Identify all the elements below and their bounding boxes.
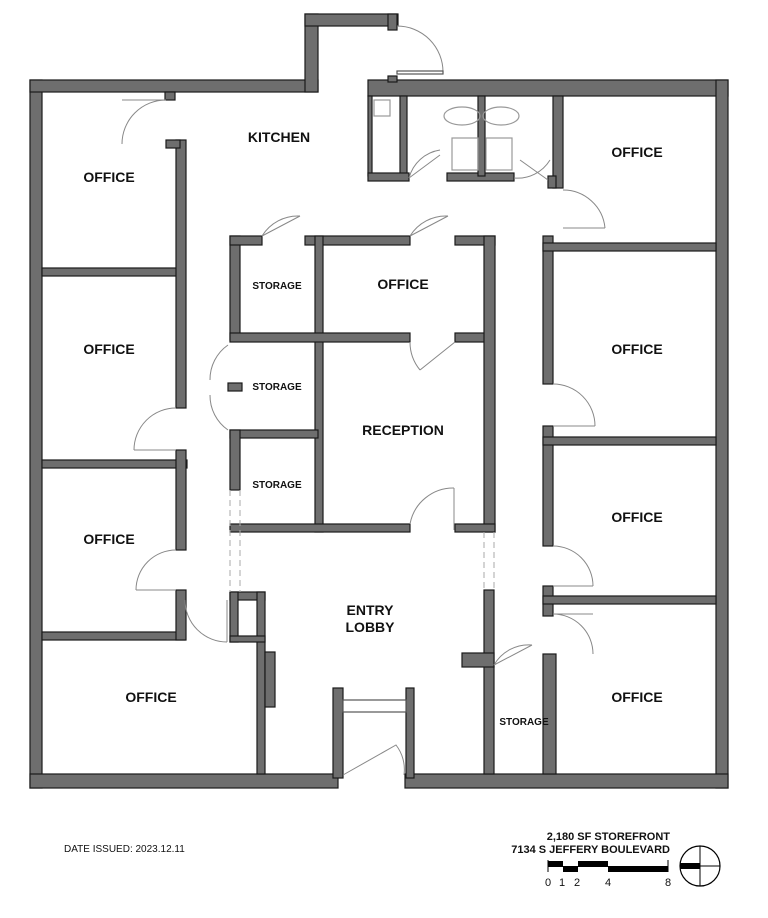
- label-office: OFFICE: [83, 169, 134, 185]
- label-storage: STORAGE: [252, 281, 302, 292]
- title-block: DATE ISSUED: 2023.12.11 2,180 SF STOREFR…: [64, 831, 721, 889]
- toilet-icon: [443, 106, 481, 126]
- label-kitchen: KITCHEN: [248, 129, 310, 145]
- date-issued: DATE ISSUED: 2023.12.11: [64, 844, 185, 855]
- fixtures: [373, 99, 520, 171]
- sink-icon: [451, 137, 479, 171]
- label-storage: STORAGE: [499, 717, 549, 728]
- room-labels: KITCHEN OFFICE OFFICE OFFICE OFFICE OFFI…: [83, 129, 662, 728]
- label-office: OFFICE: [611, 509, 662, 525]
- scale-tick: 8: [665, 877, 671, 889]
- label-office: OFFICE: [83, 341, 134, 357]
- north-arrow-icon: [679, 845, 721, 887]
- label-storage: STORAGE: [252, 480, 302, 491]
- stove-icon: [373, 99, 391, 117]
- label-office: OFFICE: [377, 276, 428, 292]
- project-size: 2,180 SF STOREFRONT: [547, 831, 671, 843]
- scale-bar: 0 1 2 4 8: [545, 860, 671, 889]
- label-office: OFFICE: [611, 341, 662, 357]
- label-lobby: LOBBY: [346, 619, 396, 635]
- doors: [121, 25, 606, 776]
- project-address: 7134 S JEFFERY BOULEVARD: [511, 844, 670, 856]
- scale-tick: 1: [559, 877, 565, 889]
- scale-tick: 2: [574, 877, 580, 889]
- label-entry: ENTRY: [347, 602, 395, 618]
- label-reception: RECEPTION: [362, 422, 444, 438]
- label-office: OFFICE: [611, 689, 662, 705]
- scale-tick: 4: [605, 877, 611, 889]
- sink-icon: [485, 137, 513, 171]
- toilet-icon: [482, 106, 520, 126]
- scale-tick: 0: [545, 877, 551, 889]
- label-office: OFFICE: [611, 144, 662, 160]
- label-office: OFFICE: [83, 531, 134, 547]
- label-office: OFFICE: [125, 689, 176, 705]
- walls: [29, 13, 729, 789]
- label-storage: STORAGE: [252, 382, 302, 393]
